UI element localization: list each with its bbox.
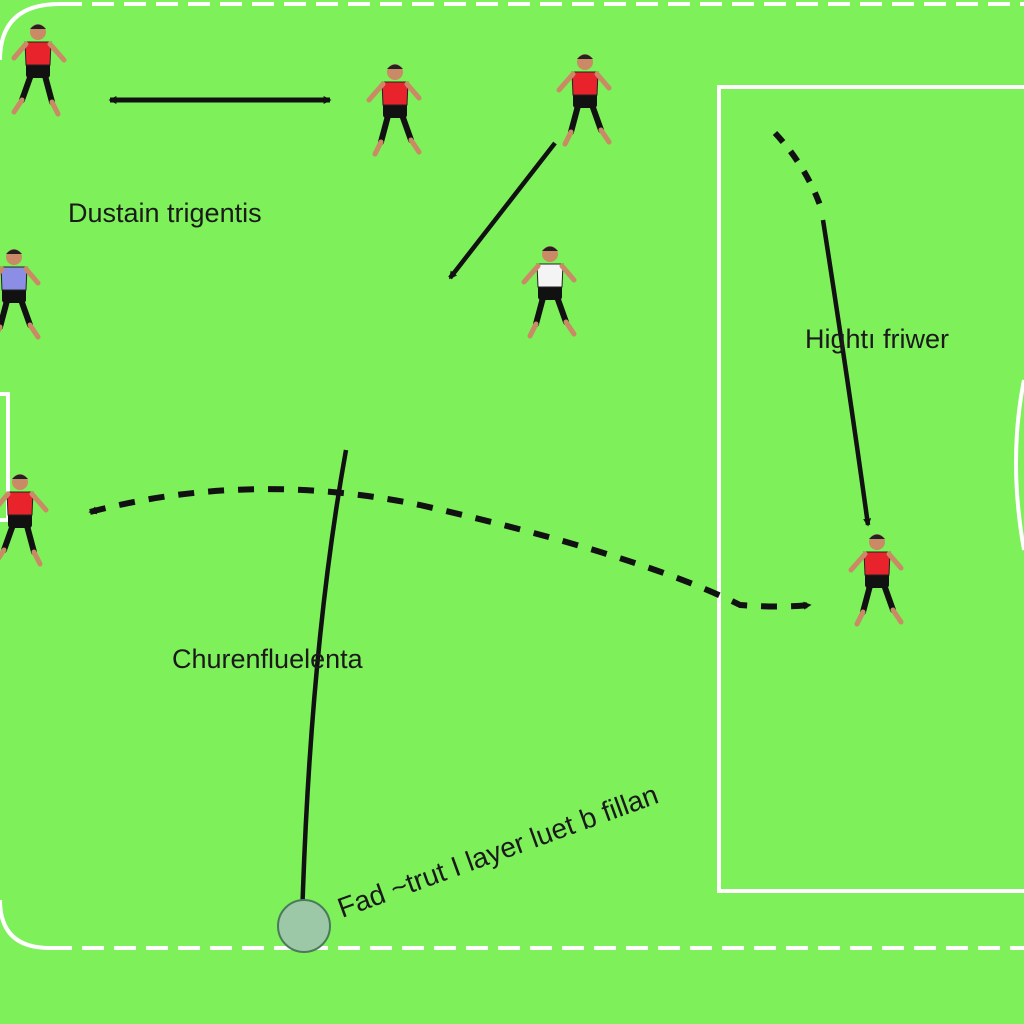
player-right-mid	[848, 534, 904, 627]
corner-top-left	[0, 2, 61, 61]
penalty-arc	[1014, 379, 1024, 551]
movement-arrows	[88, 96, 872, 922]
player-top-right	[556, 54, 612, 147]
pitch-markings	[0, 2, 1024, 950]
right-down-arrow	[820, 219, 872, 527]
left-box-edge	[0, 392, 10, 522]
players	[0, 24, 904, 627]
ball-marker	[277, 899, 331, 953]
player-left-mid	[0, 474, 49, 567]
penalty-box	[717, 85, 1024, 893]
label-center: Churenfluelenta	[172, 644, 364, 674]
diagonal-arrow	[448, 141, 557, 280]
dashed-curve-top-right	[772, 130, 823, 207]
dashed-pass-arrow	[88, 486, 812, 610]
player-top-left	[11, 24, 67, 117]
player-top-center	[366, 64, 422, 157]
player-white	[521, 246, 577, 339]
corner-bottom-left	[0, 899, 51, 950]
label-top: Dustain trigentis	[68, 198, 262, 228]
long-vertical-arrow	[298, 449, 349, 922]
referee	[0, 249, 41, 340]
label-right: Hightı friwer	[805, 324, 949, 354]
